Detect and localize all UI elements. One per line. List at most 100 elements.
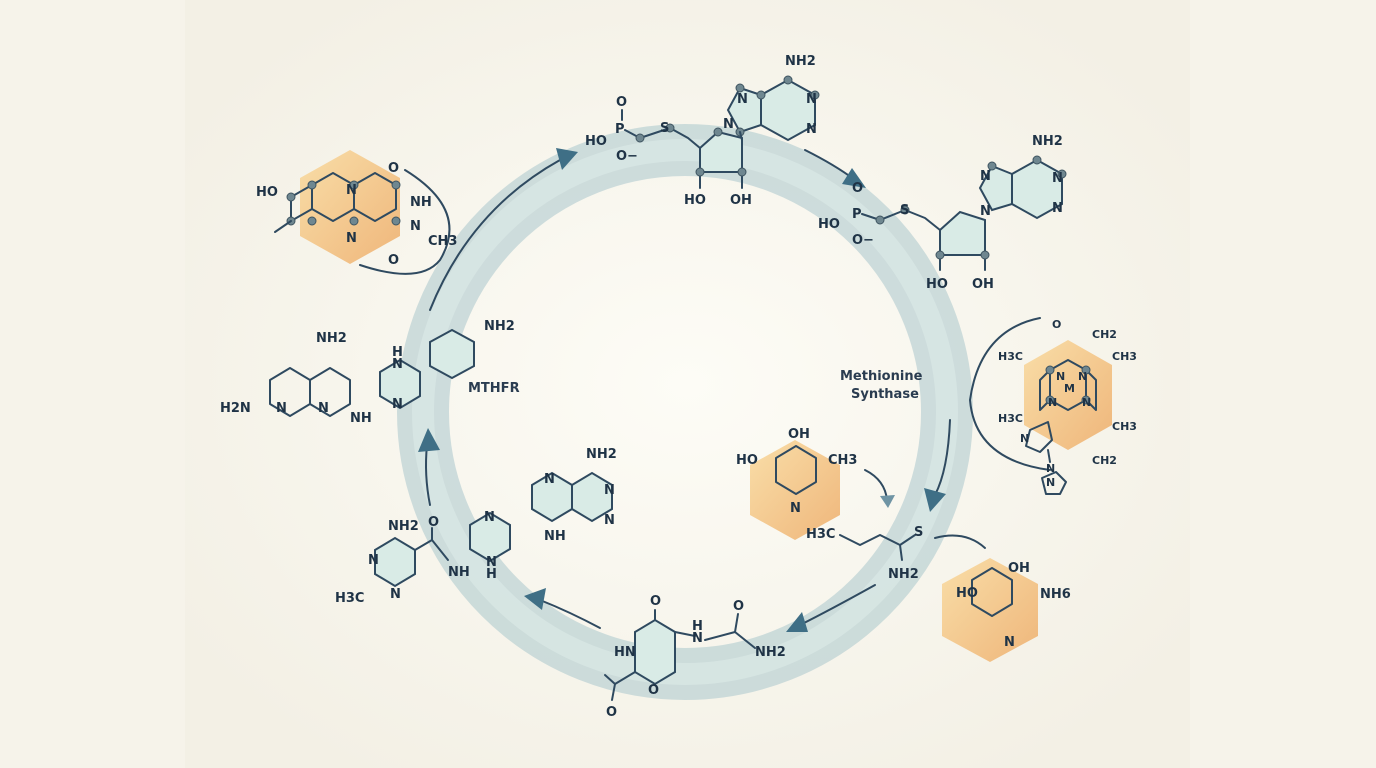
sam-n1: N <box>737 92 748 107</box>
sam-o: O <box>616 95 627 110</box>
arrow-mid-small-2 <box>934 534 986 549</box>
arrow-top-left <box>429 159 561 311</box>
oxazine-h: H <box>692 619 703 634</box>
sah-n3: N <box>1052 201 1063 216</box>
cobalamin-n7: N <box>1046 476 1055 489</box>
cobalamin-n6: N <box>1046 462 1055 475</box>
flavin-n3: N <box>410 219 421 234</box>
flavin-ch3: CH3 <box>428 234 457 249</box>
sah-p: P <box>852 207 862 222</box>
sah-n1: N <box>980 169 991 184</box>
cobalamin-ch3-1: CH3 <box>1112 350 1137 363</box>
enzyme-mthfr: MTHFR <box>468 381 520 396</box>
folate-nh2-top: NH2 <box>316 331 347 346</box>
sah-nh2: NH2 <box>1032 134 1063 149</box>
arrow-head-top-right <box>842 168 866 188</box>
pterin-n5: N <box>486 555 497 570</box>
arrow-right <box>934 419 951 496</box>
folate-h: H <box>392 345 403 360</box>
arrow-head-bottom-left <box>524 588 546 610</box>
pterin-n1: N <box>544 472 555 487</box>
pterin-n4: N <box>484 510 495 525</box>
oxazine-o3: O <box>648 683 659 698</box>
molecule-oxazine: O HN H N O NH2 O O <box>604 594 786 720</box>
cobalamin-ch3-2: CH3 <box>1112 420 1137 433</box>
cobalamin-n2: N <box>1078 370 1087 383</box>
flavin-n2: N <box>346 231 357 246</box>
folate-h2n: H2N <box>220 401 251 416</box>
molecule-pyrimidine: NH2 O N N H3C NH <box>335 515 470 606</box>
arrow-head-top-left <box>556 148 578 170</box>
pyrimidine-n2: N <box>390 587 401 602</box>
sah-n4: N <box>980 204 991 219</box>
molecule-cobalamin: O CH2 H3C CH3 N N M N N H3C CH3 CH2 N N … <box>998 318 1137 495</box>
oxazine-hn: HN <box>614 645 636 660</box>
sam-oh: OH <box>730 193 752 208</box>
sam-n2: N <box>723 117 734 132</box>
sah-oh: OH <box>972 277 994 292</box>
arrow-head-bottom-right <box>786 612 808 632</box>
folate-n4: N <box>392 397 403 412</box>
pyrimidine-nh: NH <box>448 565 470 580</box>
enzyme-methionine-synthase-line2: Synthase <box>851 387 919 402</box>
arrow-head-left <box>418 428 440 452</box>
molecule-pyridoxamine: OH HO NH6 N <box>942 558 1071 662</box>
sah-n2: N <box>1052 171 1063 186</box>
pyridoxine-ho: HO <box>736 453 758 468</box>
molecule-flavin: HO N N O O NH N CH3 <box>256 150 457 268</box>
cobalamin-n3: N <box>1048 396 1057 409</box>
pyrimidine-o: O <box>428 515 439 530</box>
sam-p: P <box>615 122 625 137</box>
sam-n3: N <box>806 92 817 107</box>
cobalamin-h3c-1: H3C <box>998 350 1023 363</box>
pterin-n3: N <box>604 513 615 528</box>
arrow-head-mid-small <box>880 495 895 508</box>
molecule-sam-top: NH2 N N N N HO OH S P O HO O− <box>585 54 820 208</box>
pyrimidine-nh2: NH2 <box>388 519 419 534</box>
oxazine-o2: O <box>733 599 744 614</box>
flavin-o2: O <box>388 253 399 268</box>
homocysteine-nh2: NH2 <box>888 567 919 582</box>
pterin-nh2: NH2 <box>586 447 617 462</box>
flavin-o1: O <box>388 161 399 176</box>
homocysteine-s: S <box>914 525 923 540</box>
pyridoxamine-nh6: NH6 <box>1040 587 1071 602</box>
folate-n3: N <box>392 357 403 372</box>
cobalamin-m: M <box>1064 382 1075 395</box>
pyridoxamine-hex-highlight <box>942 558 1038 662</box>
sah-ho: HO <box>926 277 948 292</box>
arc-cobalamin <box>969 317 1051 471</box>
flavin-n1: N <box>346 183 357 198</box>
arrow-bottom-left <box>539 599 601 629</box>
sam-s: S <box>660 121 669 136</box>
pterin-nh: NH <box>544 529 566 544</box>
arrow-bottom-right <box>799 584 876 626</box>
sah-ho-p: HO <box>818 217 840 232</box>
cobalamin-h3c-2: H3C <box>998 412 1023 425</box>
oxazine-o4: O <box>606 705 617 720</box>
enzyme-methionine-synthase-line1: Methionine <box>840 369 923 384</box>
molecule-folate: NH2 H2N N N NH H N N NH2 <box>220 319 515 426</box>
cobalamin-ch2-bottom: CH2 <box>1092 454 1117 467</box>
oxazine-o1: O <box>650 594 661 609</box>
pyridoxine-hex-highlight <box>750 440 840 540</box>
arc-flavin <box>359 169 451 275</box>
flavin-ho: HO <box>256 185 278 200</box>
cobalamin-n4: N <box>1082 396 1091 409</box>
folate-nh: NH <box>350 411 372 426</box>
flavin-nh: NH <box>410 195 432 210</box>
sam-n4: N <box>806 122 817 137</box>
oxazine-n: N <box>692 631 703 646</box>
oxazine-nh2: NH2 <box>755 645 786 660</box>
arrow-head-right <box>924 488 946 512</box>
sah-o: O <box>852 181 863 196</box>
molecule-sah-right: NH2 N N N N HO OH S P O HO O− <box>818 134 1067 292</box>
folate-n2: N <box>318 401 329 416</box>
folate-n1: N <box>276 401 287 416</box>
folate-nh2-aryl: NH2 <box>484 319 515 334</box>
cobalamin-n5: N <box>1020 432 1029 445</box>
molecule-pyridoxine: OH HO CH3 N <box>736 427 857 540</box>
molecule-homocysteine: H3C S NH2 <box>806 525 923 582</box>
cobalamin-n1: N <box>1056 370 1065 383</box>
